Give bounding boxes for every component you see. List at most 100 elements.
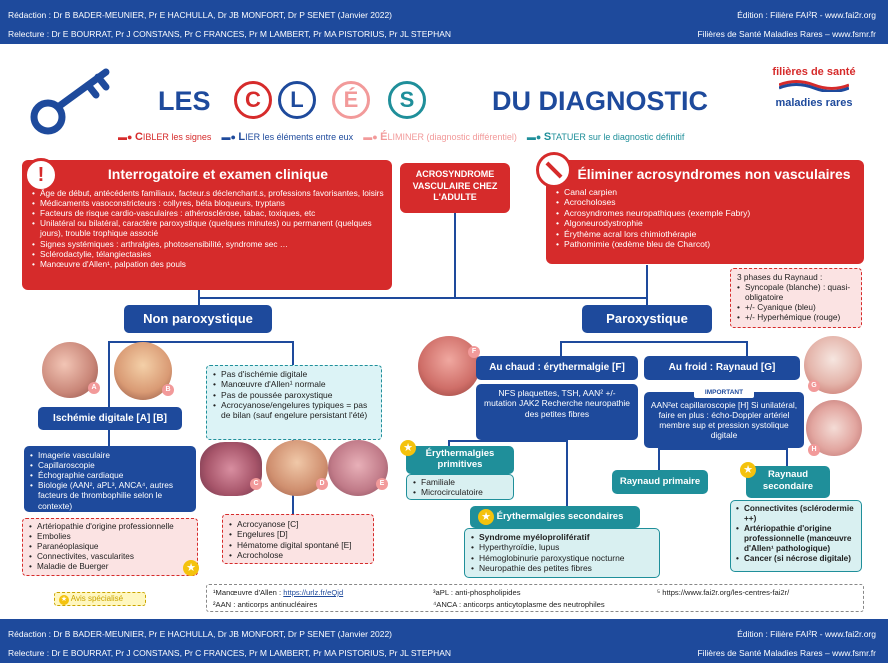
- allen-link[interactable]: https://urlz.fr/eQjd: [283, 588, 344, 597]
- connector: [292, 341, 294, 365]
- important-badge: IMPORTANT: [694, 388, 754, 398]
- connector: [566, 440, 568, 506]
- phases-title: 3 phases du Raynaud :: [737, 272, 823, 282]
- tag-g: G: [808, 380, 820, 392]
- interrogatoire-box: ! Interrogatoire et examen clinique Âge …: [22, 158, 392, 290]
- connector: [108, 341, 110, 407]
- au-chaud-box: Au chaud : érythermalgie [F]: [476, 356, 638, 380]
- legend-e-letter: É: [380, 131, 388, 143]
- raynaud-secondaire-box: Connectivites (sclérodermie ++) Artériop…: [730, 500, 862, 572]
- connector: [454, 212, 456, 298]
- connector: [658, 448, 788, 450]
- list-item: Échographie cardiaque: [30, 470, 190, 480]
- legend-row: ▬● CIBLER les signes ▬● LIER les élément…: [118, 131, 685, 143]
- footnote-2: ²AAN : anticorps antinucléaires: [213, 600, 318, 609]
- no-entry-icon: [536, 152, 572, 188]
- erythermalgies-primitives-title: Érythermalgies primitives: [406, 446, 514, 474]
- connector: [108, 341, 294, 343]
- list-item: Acrosyndromes neuropathiques (exemple Fa…: [556, 208, 856, 219]
- letter-c-circle: C: [234, 81, 272, 119]
- list-item: Manœuvre d'Allen¹, palpation des pouls: [32, 259, 384, 269]
- logo-line2: maladies rares: [775, 97, 853, 109]
- key-icon: [28, 62, 118, 137]
- filieres-text: Filières de Santé Maladies Rares – www.f…: [697, 648, 876, 658]
- tag-d: D: [316, 478, 328, 490]
- connector: [560, 341, 562, 359]
- avis-specialise-badge: ★ Avis spécialisé: [54, 592, 146, 606]
- eliminer-box: Éliminer acrosyndromes non vasculaires C…: [536, 152, 864, 264]
- list-item: Sclérodactylie, télangiectasies: [32, 249, 384, 259]
- list-item: Paranéoplasique: [29, 542, 191, 552]
- list-item: Pas de poussée paroxystique: [213, 390, 375, 401]
- erythermalgies-secondaires-title: Érythermalgies secondaires: [470, 506, 640, 528]
- connector: [108, 430, 110, 446]
- tag-c: C: [250, 478, 262, 490]
- tag-e: E: [376, 478, 388, 490]
- list-item: Cancer (si nécrose digitale): [736, 554, 856, 564]
- footnote-5[interactable]: ⁵ https://www.fai2r.org/les-centres-fai2…: [657, 588, 790, 597]
- list-item: Médicaments vasoconstricteurs : collyres…: [32, 198, 384, 208]
- list-item: Imagerie vasculaire: [30, 450, 190, 460]
- relecture-text: Relecture : Dr E BOURRAT, Pr J CONSTANS,…: [8, 29, 452, 39]
- title-diagnostic: DU DIAGNOSTIC: [492, 86, 708, 116]
- au-froid-tests-box: AAN²et capillaroscopie [H] Si unilatéral…: [644, 392, 804, 448]
- list-item: Hyperthyroïdie, lupus: [471, 542, 653, 553]
- footnote-3: ³aPL : anti-phospholipides: [433, 588, 521, 597]
- letter-l-circle: L: [278, 81, 316, 119]
- list-item: +/- Cyanique (bleu): [737, 302, 855, 312]
- list-item: Maladie de Buerger: [29, 562, 191, 572]
- legend-l-text: IER les éléments entre eux: [245, 132, 354, 142]
- connector: [658, 448, 660, 470]
- relecture-text: Relecture : Dr E BOURRAT, Pr J CONSTANS,…: [8, 648, 452, 658]
- list-item: Artériopathie d'origine professionnelle …: [736, 524, 856, 554]
- froid-tests-text: AAN²et capillaroscopie [H] Si unilatéral…: [650, 400, 798, 441]
- list-item: Facteurs de risque cardio-vasculaires : …: [32, 208, 384, 218]
- connector: [448, 440, 568, 442]
- list-item: Syncopale (blanche) : quasi-obligatoire: [737, 282, 855, 302]
- list-item: Acrocholoses: [556, 197, 856, 208]
- au-chaud-tests-box: NFS plaquettes, TSH, AAN² +/- mutation J…: [476, 384, 638, 440]
- legend-e-text: LIMINER (diagnostic différentiel): [387, 132, 517, 142]
- eliminer-list: Canal carpien Acrocholoses Acrosyndromes…: [556, 187, 856, 250]
- connector: [560, 341, 748, 343]
- list-item: Acrocholose: [229, 550, 367, 561]
- raynaud-primaire-box: Raynaud primaire: [612, 470, 708, 494]
- list-item: Connectivites, vascularites: [29, 552, 191, 562]
- tag-b: B: [162, 384, 174, 396]
- legend-c-letter: C: [134, 131, 143, 143]
- list-item: Acrocyanose [C]: [229, 519, 367, 530]
- footnote-4: ⁴ANCA : anticorps anticytoplasme des neu…: [433, 600, 605, 609]
- au-froid-box: Au froid : Raynaud [G]: [644, 356, 800, 380]
- list-item: Manœuvre d'Allen¹ normale: [213, 379, 375, 390]
- ischemie-causes-box: Artériopathie d'origine professionnelle …: [22, 518, 198, 576]
- ischemie-box: Ischémie digitale [A] [B]: [38, 407, 182, 430]
- acrosyndrome-center-box: ACROSYNDROME VASCULAIRE CHEZ L'ADULTE: [400, 163, 510, 213]
- list-item: Pas d'ischémie digitale: [213, 369, 375, 380]
- raynaud-secondaire-title: Raynaud secondaire: [746, 466, 830, 498]
- connector: [646, 265, 648, 305]
- list-item: Pathomimie (œdème bleu de Charcot): [556, 239, 856, 250]
- tag-f: F: [468, 346, 480, 358]
- list-item: Engelures [D]: [229, 529, 367, 540]
- raynaud-phases-box: 3 phases du Raynaud : Syncopale (blanche…: [730, 268, 862, 328]
- logo-wave-icon: [778, 80, 850, 93]
- list-item: Capillaroscopie: [30, 460, 190, 470]
- star-icon: ★: [59, 595, 69, 605]
- interrogatoire-title: Interrogatoire et examen clinique: [107, 166, 329, 182]
- redaction-text: Rédaction : Dr B BADER-MEUNIER, Pr E HAC…: [8, 629, 393, 639]
- footnote-1: ¹Manœuvre d'Allen :: [213, 588, 284, 597]
- list-item: Âge de début, antécédents familiaux, fac…: [32, 188, 384, 198]
- fsmr-logo: filières de santé maladies rares: [764, 66, 864, 109]
- list-item: Biologie (AAN², aPL³, ANCA⁴, autres fact…: [30, 480, 190, 510]
- list-item: Connectivites (sclérodermie ++): [736, 504, 856, 524]
- pas-ischemie-box: Pas d'ischémie digitale Manœuvre d'Allen…: [206, 365, 382, 440]
- list-item: Embolies: [29, 532, 191, 542]
- bottom-banner: Rédaction : Dr B BADER-MEUNIER, Pr E HAC…: [0, 619, 888, 663]
- letter-e-circle: É: [332, 81, 370, 119]
- list-item: Syndrome myéloprolifératif: [471, 532, 653, 543]
- list-item: Acrocyanose/engelures typiques = pas de …: [213, 400, 375, 421]
- star-icon: ★: [400, 440, 416, 456]
- paroxystique-box: Paroxystique: [582, 305, 712, 333]
- connector: [198, 297, 648, 299]
- acrocyanose-box: Acrocyanose [C] Engelures [D] Hématome d…: [222, 514, 374, 564]
